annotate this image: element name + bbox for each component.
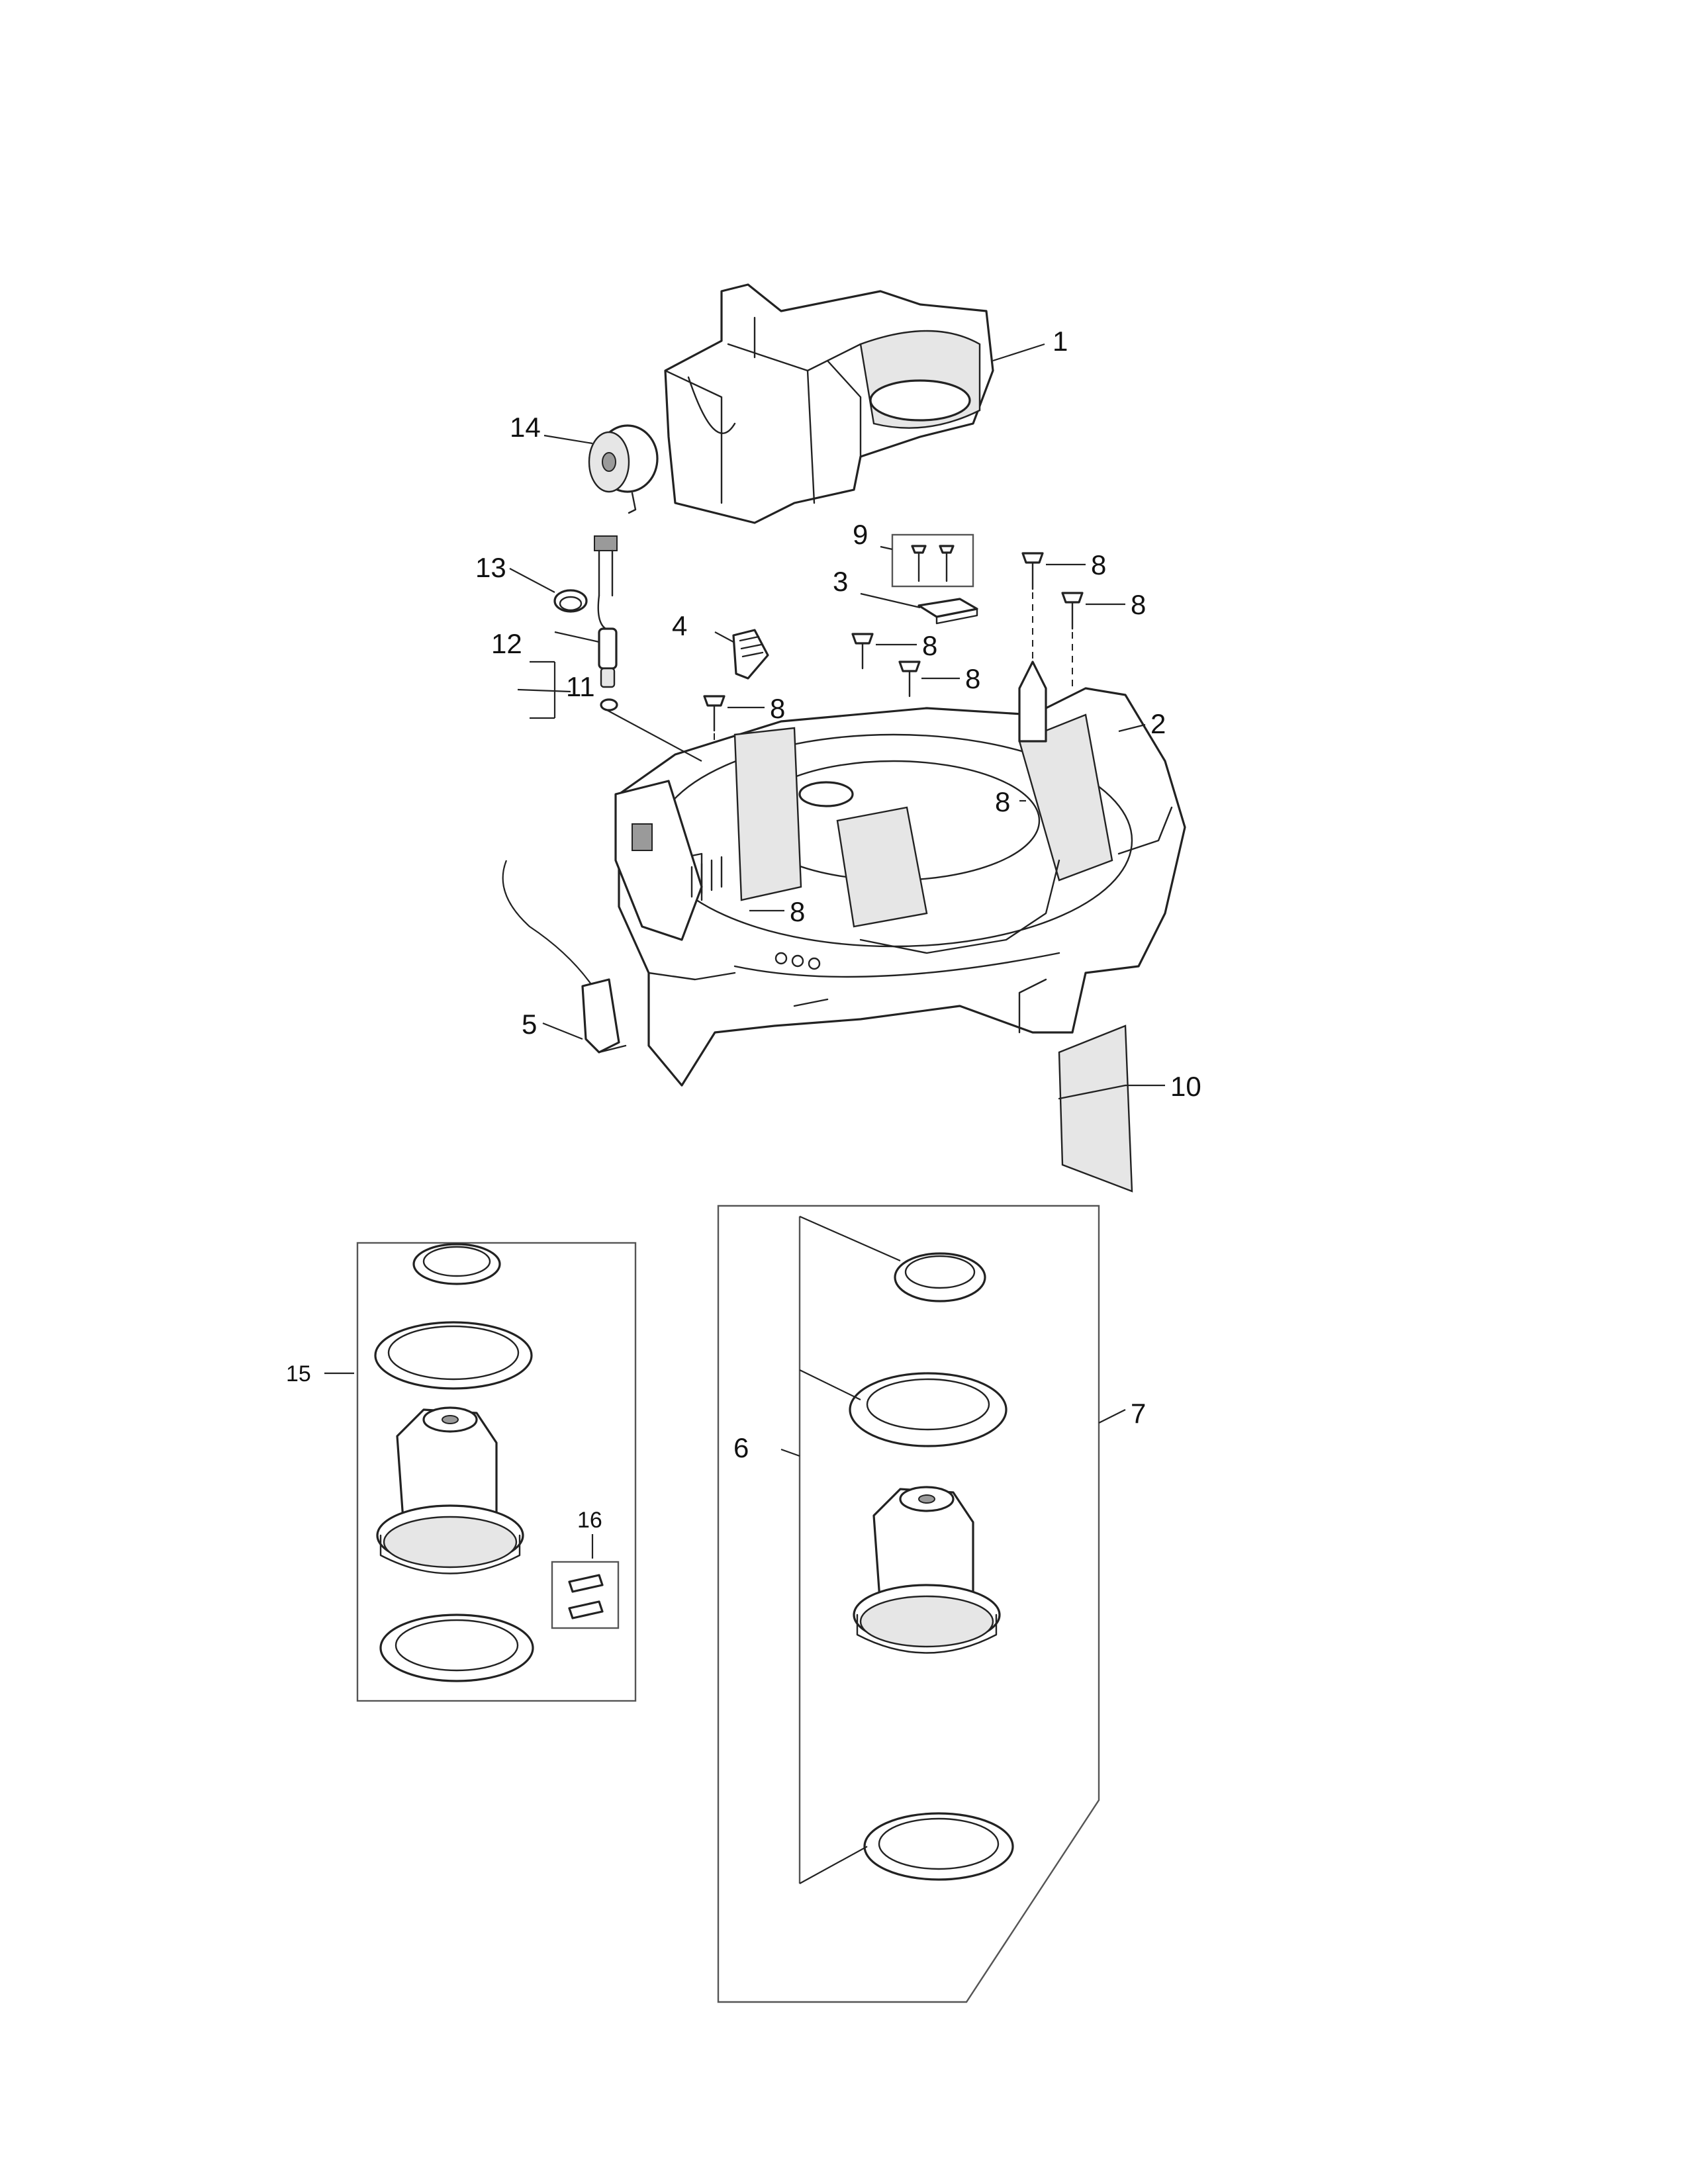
callout-4: 4	[672, 610, 687, 641]
part-16-carbon-brushes	[551, 1561, 620, 1629]
callout-3: 3	[833, 566, 848, 597]
callout-11: 11	[566, 671, 595, 702]
callout-6: 6	[733, 1432, 749, 1463]
callout-8-a: 8	[1091, 549, 1106, 580]
part-7-motor-assembly	[717, 1205, 1100, 2003]
callout-8-c: 8	[922, 630, 937, 661]
part-14-small-motor	[588, 424, 659, 514]
callout-13: 13	[475, 552, 506, 583]
part-15-motor-kit	[356, 1242, 637, 1702]
callout-1: 1	[1053, 326, 1068, 357]
callout-14: 14	[510, 412, 541, 443]
callout-8-e: 8	[770, 693, 785, 724]
callout-2: 2	[1150, 708, 1166, 739]
part-11-o-ring	[600, 698, 618, 711]
callout-15: 15	[286, 1361, 311, 1387]
screw-8-d	[898, 660, 921, 698]
part-2-base-housing	[618, 660, 1186, 1087]
callout-8-d: 8	[965, 663, 980, 694]
part-12-sensor-cable	[594, 535, 618, 688]
callout-16: 16	[577, 1508, 602, 1533]
callout-10: 10	[1170, 1071, 1201, 1102]
part-5-cable-clip	[502, 860, 627, 1054]
callout-7: 7	[1131, 1398, 1146, 1429]
callout-8-g: 8	[790, 896, 805, 927]
callout-9: 9	[853, 519, 868, 550]
part-1-upper-housing	[664, 283, 994, 524]
callout-12: 12	[491, 628, 522, 659]
leader-lines	[324, 343, 1165, 1884]
part-13-hose-clamp	[553, 589, 588, 613]
part-4-latch	[732, 629, 769, 680]
screw-8-a	[1021, 552, 1044, 662]
part-3-bar	[917, 598, 978, 625]
callout-5: 5	[522, 1009, 537, 1040]
screw-8-b	[1061, 592, 1084, 688]
part-10-panel	[1058, 1024, 1133, 1193]
callout-labels: 1 14 9 3 8 8 13 4 8 12 8 11 8 2 8 8 5 10…	[286, 326, 1201, 1533]
screw-8-c	[851, 633, 874, 670]
contact-bracket	[614, 780, 723, 941]
part-9-screw-set	[891, 533, 974, 588]
callout-8-b: 8	[1131, 589, 1146, 620]
callout-8-f: 8	[995, 786, 1010, 817]
